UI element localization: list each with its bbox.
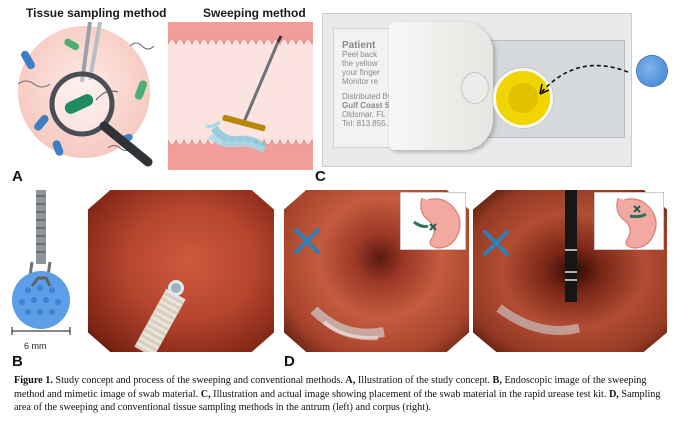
card-line: your finger <box>342 68 380 77</box>
panel-d-letter: D <box>284 353 295 370</box>
corpus-overlay <box>483 190 581 335</box>
card-line: Distributed By: <box>342 92 395 101</box>
panel-a-letter: A <box>12 168 23 185</box>
card-line: Patient <box>342 40 376 51</box>
antrum-overlay <box>294 228 385 341</box>
caption-ref-d: D, <box>608 388 619 400</box>
placement-arrow <box>539 64 629 95</box>
caption-text-a: Illustration of the study concept. <box>355 375 493 386</box>
card-line: Tel: 813.855.12 <box>342 119 397 128</box>
flap-circle <box>461 72 489 104</box>
caption-ref-b: B, <box>492 375 502 386</box>
caption-ref-a: A, <box>345 375 356 386</box>
stomach-diagram-antrum <box>400 192 466 250</box>
swab-bristles <box>205 120 267 153</box>
endoscopy-image-sweeping <box>88 190 274 352</box>
panel-a-title-left: Tissue sampling method <box>26 6 167 20</box>
stomach-diagram-corpus <box>594 192 664 250</box>
tissue-sampling-illustration <box>17 22 155 167</box>
yellow-well-center <box>508 83 538 113</box>
scale-label: 6 mm <box>24 341 47 351</box>
panel-c-letter: C <box>315 168 326 185</box>
caption-text-b: Endoscopic image of the sweeping method … <box>14 375 647 400</box>
rapid-urease-test-kit: Patient Peel back the yellow your finger… <box>322 13 632 167</box>
panel-b-letter: B <box>12 353 23 370</box>
mucosa-top <box>168 22 313 46</box>
card-line: Gulf Coast S <box>342 101 391 110</box>
caption-text-c: Illustration and actual image showing pl… <box>210 388 609 400</box>
caption-text-d: Sampling area of the sweeping and conven… <box>14 388 661 414</box>
swab-mimetic-illustration <box>11 190 71 335</box>
caption-label: Figure 1. <box>14 375 53 386</box>
card-line: Monitor re <box>342 77 379 86</box>
panel-a-title-right: Sweeping method <box>203 6 306 20</box>
caption-text-1: Study concept and process of the sweepin… <box>52 375 346 386</box>
endoscope-shaft <box>134 280 186 352</box>
caption-ref-c: C, <box>200 388 211 400</box>
card-line: Peel back <box>342 50 378 59</box>
figure-caption: Figure 1. Study concept and process of t… <box>14 374 666 415</box>
swab-piece-icon <box>637 56 667 86</box>
card-line: Oldsmar, FL <box>342 110 386 119</box>
sweeping-illustration <box>168 22 313 170</box>
card-line: the yellow <box>342 59 378 68</box>
